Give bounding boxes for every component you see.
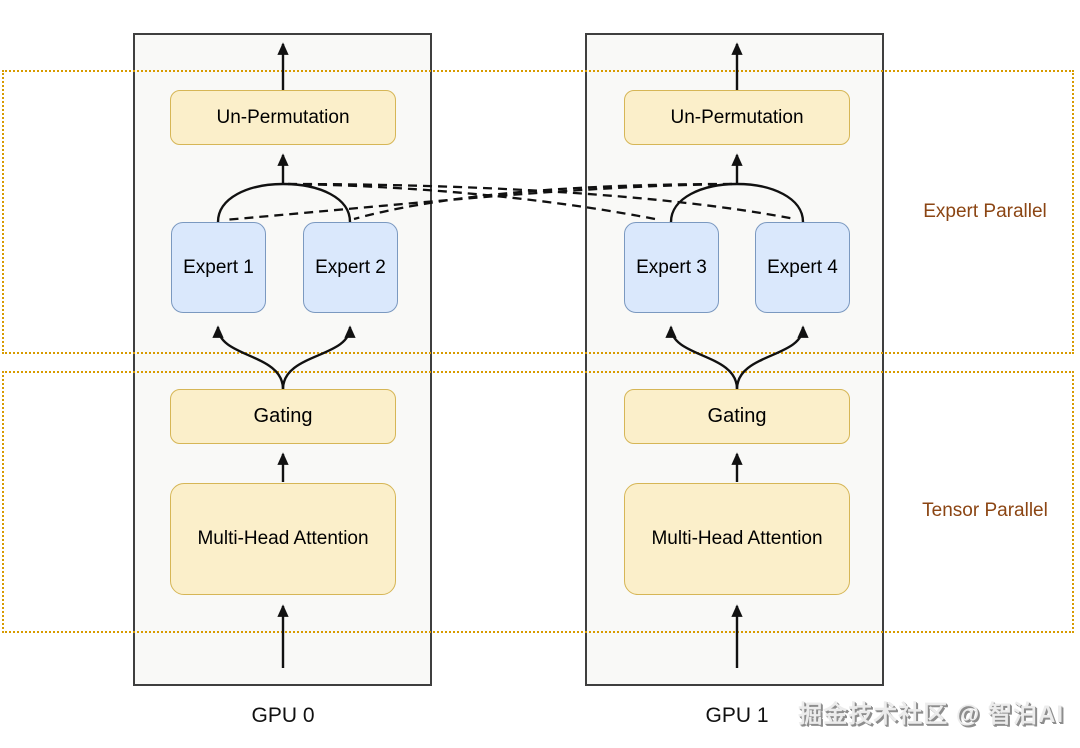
- gpu0-expert2-block: Expert 2: [303, 222, 398, 313]
- gpu0-expert1-block: Expert 1: [171, 222, 266, 313]
- gpu1-gating-block: Gating: [624, 389, 850, 444]
- gpu1-label: GPU 1: [705, 704, 769, 727]
- gpu1-expert4-block: Expert 4: [755, 222, 850, 313]
- gpu0-label: GPU 0: [251, 704, 315, 727]
- gpu1-multi-head-attention-block: Multi-Head Attention: [624, 483, 850, 595]
- watermark-text: 掘金技术社区 @ 智泊AI: [798, 701, 1064, 728]
- gpu0-multi-head-attention-block: Multi-Head Attention: [170, 483, 396, 595]
- gpu1-un-permutation-block: Un-Permutation: [624, 90, 850, 145]
- gpu1-expert3-block: Expert 3: [624, 222, 719, 313]
- expert-parallel-label: Expert Parallel: [923, 201, 1047, 222]
- gpu0-gating-block: Gating: [170, 389, 396, 444]
- gpu0-un-permutation-block: Un-Permutation: [170, 90, 396, 145]
- tensor-parallel-label: Tensor Parallel: [922, 500, 1048, 521]
